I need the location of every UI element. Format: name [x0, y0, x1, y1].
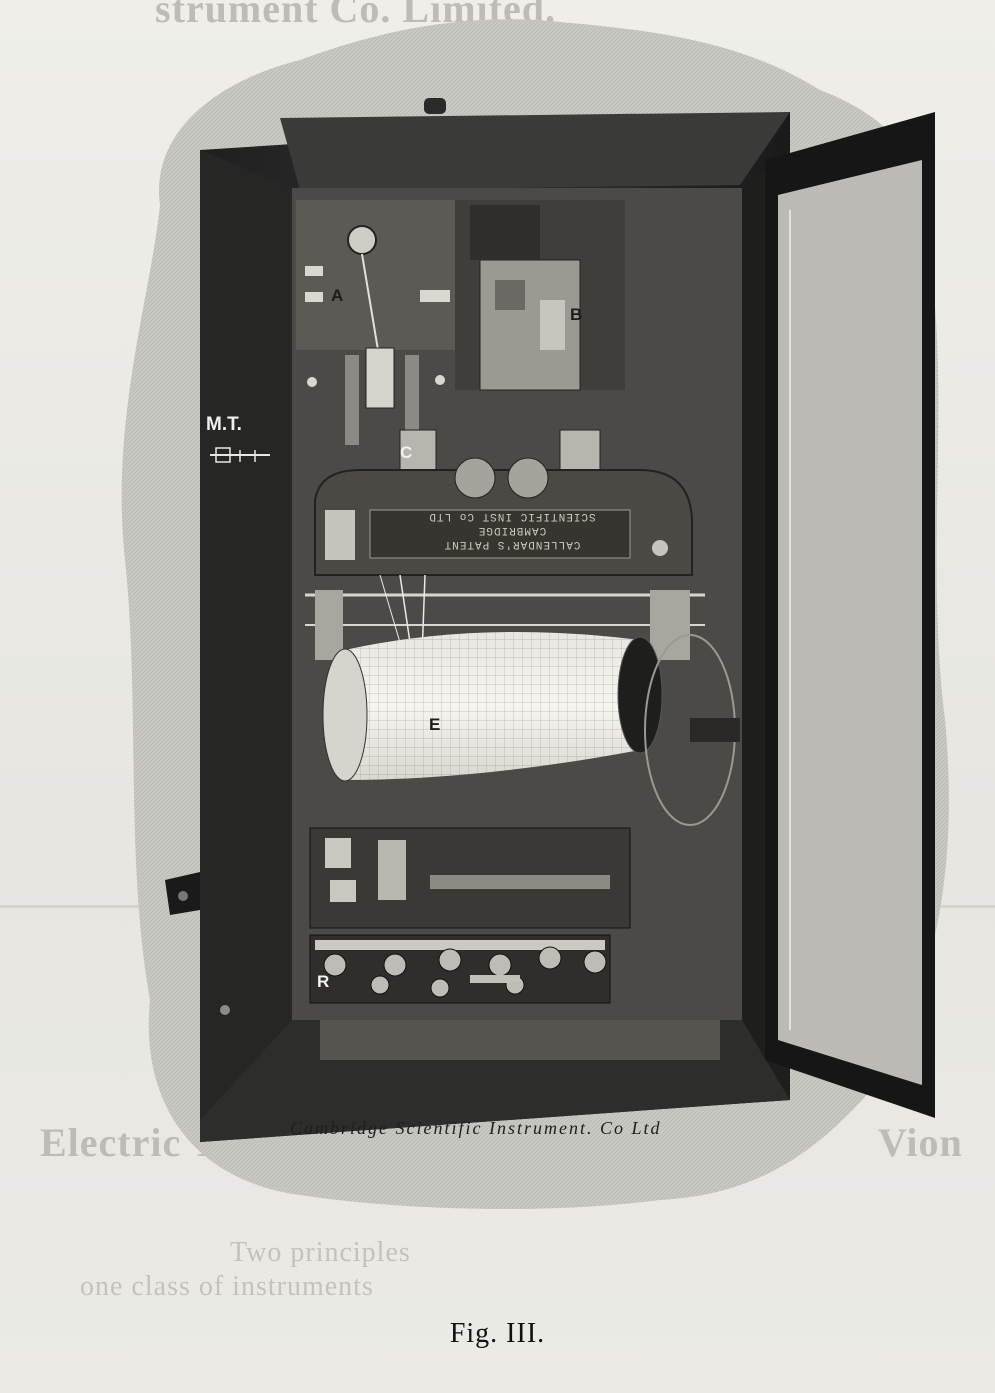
bleed-subheading-end: Vion	[878, 1120, 963, 1165]
galvanometer-coil	[365, 347, 395, 409]
terminal-row	[323, 946, 607, 998]
nameplate-line-1: CALLENDAR'S PATENT	[443, 538, 581, 550]
bleed-bottom-line-2: one class of instruments	[80, 1271, 374, 1302]
bleed-heading: strument Co. Limited.	[155, 0, 556, 31]
bleed-bottom-line-1: Two principles	[230, 1237, 411, 1268]
label-a: A	[331, 286, 344, 305]
label-b: B	[570, 305, 583, 324]
spare-pen-rod	[430, 875, 610, 889]
label-mt: M.T.	[206, 414, 242, 435]
label-e: E	[429, 715, 441, 734]
pulley-wheel	[347, 225, 377, 255]
label-r: R	[317, 972, 330, 991]
nameplate-text: CALLENDAR'S PATENT CAMBRIDGE SCIENTIFIC …	[392, 509, 632, 551]
figure-title: Fig. III.	[449, 1318, 546, 1349]
nameplate	[369, 509, 631, 559]
label-c: C	[400, 443, 413, 462]
nameplate-line-3: SCIENTIFIC INST Co LTD	[428, 510, 596, 522]
nameplate-line-2: CAMBRIDGE	[477, 524, 547, 536]
mt-terminal	[210, 447, 270, 463]
engraving-caption: Cambridge Scientific Instrument. Co Ltd	[290, 1118, 662, 1138]
hanging-hook	[424, 98, 446, 114]
